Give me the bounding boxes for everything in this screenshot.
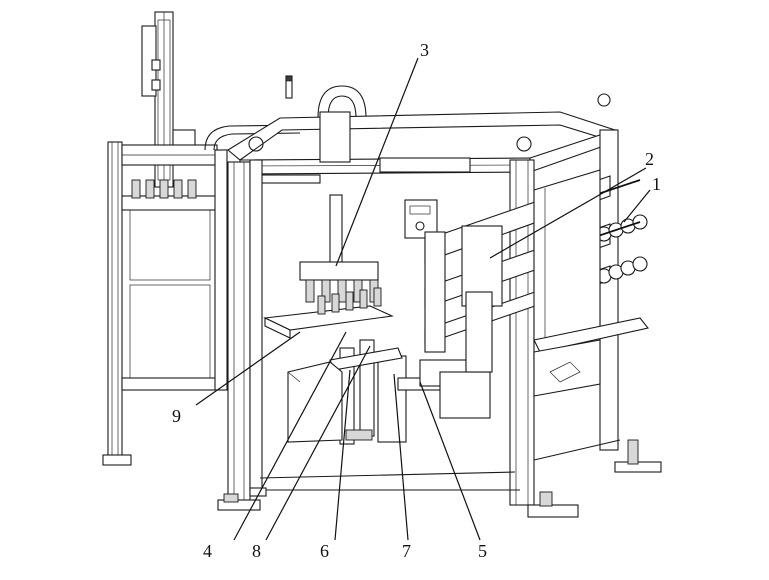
callout-2: 2 <box>645 149 654 169</box>
leader-6 <box>334 369 351 541</box>
leader-2 <box>489 167 647 259</box>
base-frame <box>249 439 621 497</box>
top-frame <box>227 93 616 184</box>
callout-9: 9 <box>172 406 181 426</box>
callout-4: 4 <box>203 541 212 561</box>
leader-lines <box>195 57 651 541</box>
leader-1 <box>623 189 651 223</box>
callout-7: 7 <box>402 541 411 561</box>
callout-1: 1 <box>652 174 661 194</box>
callout-3: 3 <box>420 40 429 60</box>
tray-rail <box>263 287 394 339</box>
callout-labels: 1 2 3 4 5 6 7 8 9 <box>172 40 661 561</box>
leader-8 <box>265 345 371 541</box>
leader-4 <box>233 331 347 541</box>
lower-clamp-rails <box>329 339 491 445</box>
inner-storage-box <box>287 361 343 443</box>
leader-3 <box>335 57 419 267</box>
left-outer-frame <box>102 141 228 466</box>
callout-6: 6 <box>320 541 329 561</box>
leader-9 <box>195 331 301 406</box>
leader-5 <box>419 381 481 541</box>
callout-5: 5 <box>478 541 487 561</box>
control-box <box>404 199 438 239</box>
picking-head <box>299 194 379 303</box>
right-side-panel <box>533 169 649 397</box>
gantry-gripper-row <box>131 179 197 199</box>
callout-8: 8 <box>252 541 261 561</box>
leader-7 <box>393 373 409 541</box>
